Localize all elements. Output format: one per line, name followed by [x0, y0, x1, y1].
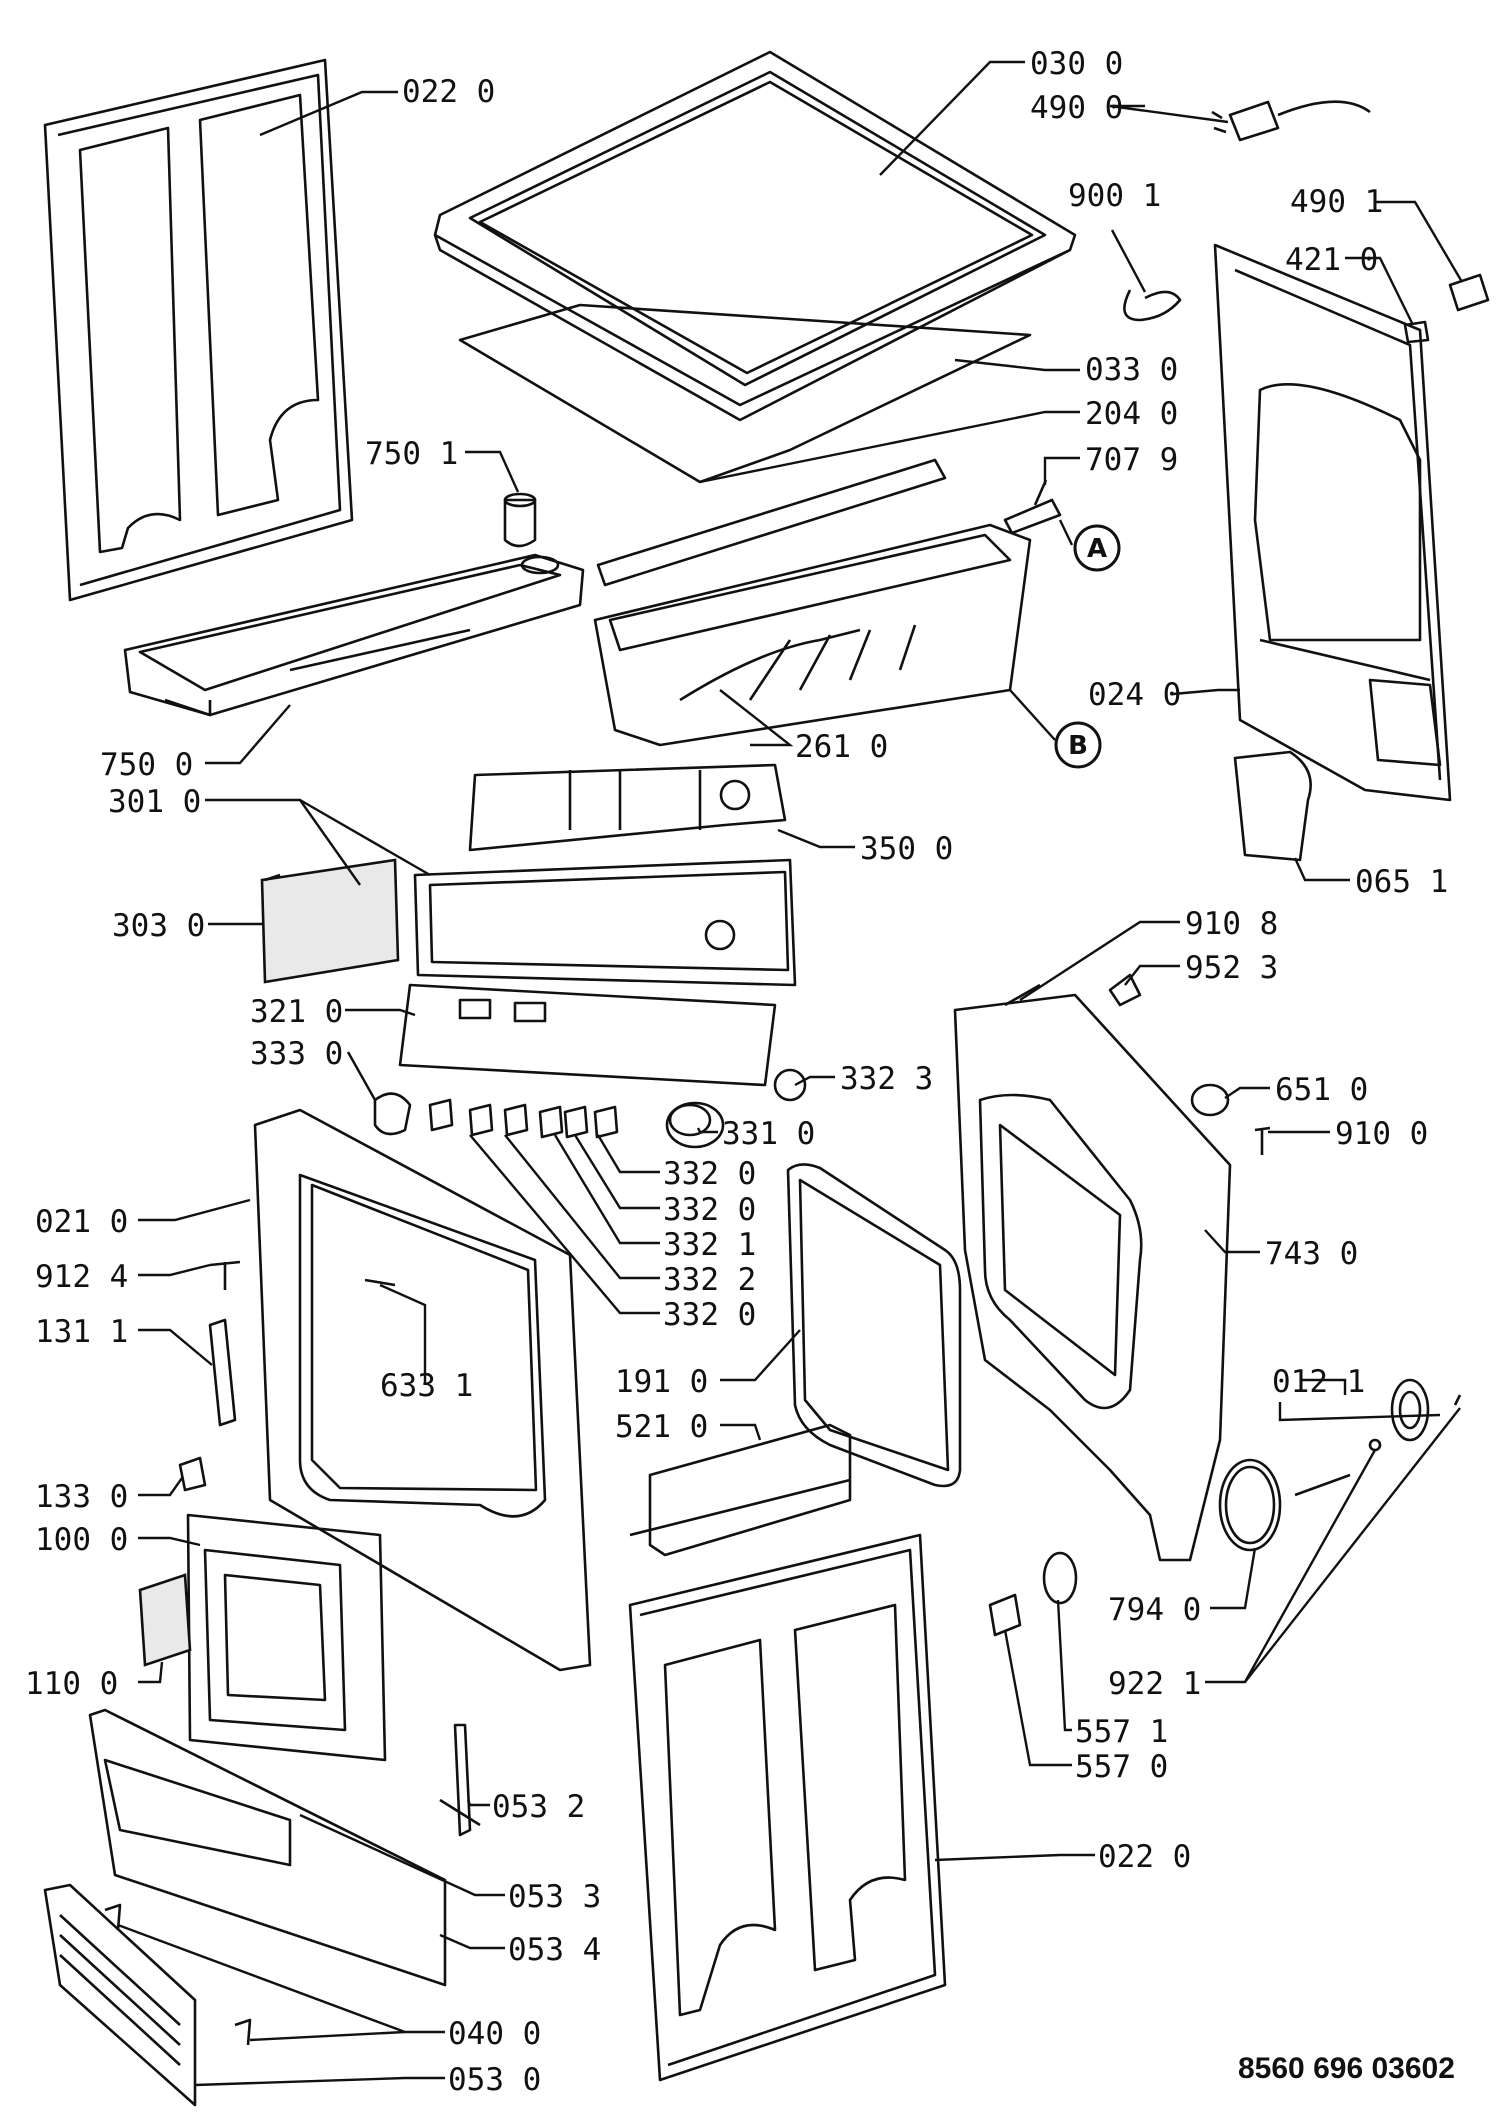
callout-b-letter: B — [1068, 731, 1088, 761]
electronics-module — [629, 1423, 852, 1557]
cover-plate — [458, 303, 1032, 484]
control-panel-fascia — [398, 983, 777, 1087]
control-panel-frame — [413, 858, 797, 987]
power-cord — [1211, 100, 1371, 142]
part-label: 021 0 — [35, 1204, 128, 1240]
callout-a: A — [1058, 519, 1121, 572]
door-handle — [138, 1573, 192, 1667]
part-label: 557 0 — [1075, 1749, 1168, 1785]
part-label: 910 0 — [1335, 1116, 1428, 1152]
part-label: 750 1 — [365, 436, 458, 472]
part-label: 910 8 — [1185, 906, 1278, 942]
part-label: 331 0 — [722, 1116, 815, 1152]
part-label: 100 0 — [35, 1522, 128, 1558]
side-panel-top — [43, 58, 354, 602]
leader-lines — [117, 60, 1464, 2087]
document-number: 8560 696 03602 — [1238, 2052, 1455, 2085]
part-label: 261 0 — [795, 729, 888, 765]
part-label: 012 1 — [1272, 1364, 1365, 1400]
back-plate-small — [1233, 750, 1312, 862]
part-label: 332 0 — [663, 1192, 756, 1228]
part-label: 053 2 — [492, 1789, 585, 1825]
control-board — [468, 763, 787, 852]
part-label: 794 0 — [1108, 1592, 1201, 1628]
part-labels: 022 0 030 0 490 0 900 1 490 1 421 0 033 … — [25, 46, 1448, 2098]
side-panel-bottom — [628, 1533, 947, 2082]
part-label: 900 1 — [1068, 178, 1161, 214]
part-label: 053 0 — [448, 2062, 541, 2098]
part-label: 707 9 — [1085, 442, 1178, 478]
part-label: 110 0 — [25, 1666, 118, 1702]
part-label: 521 0 — [615, 1409, 708, 1445]
kick-plate-grille — [43, 1883, 197, 2107]
part-label: 191 0 — [615, 1364, 708, 1400]
door-gasket — [786, 1163, 962, 1488]
part-label: 301 0 — [108, 784, 201, 820]
water-container — [123, 553, 585, 717]
heat-exchanger-frame — [953, 993, 1232, 1562]
part-label: 332 0 — [663, 1297, 756, 1333]
program-knob — [665, 1101, 725, 1149]
part-label: 651 0 — [1275, 1072, 1368, 1108]
support-bracket — [439, 1723, 481, 1837]
part-label: 303 0 — [112, 908, 205, 944]
part-label: 024 0 — [1088, 677, 1181, 713]
back-panel — [1213, 243, 1452, 802]
front-panel — [253, 1108, 592, 1672]
part-label: 633 1 — [380, 1368, 473, 1404]
drawer-tray — [593, 523, 1032, 747]
part-label: 750 0 — [100, 747, 193, 783]
part-label: 350 0 — [860, 831, 953, 867]
part-label: 743 0 — [1265, 1236, 1358, 1272]
part-label: 332 2 — [663, 1262, 756, 1298]
fan-assembly — [1294, 1378, 1462, 1497]
part-label: 204 0 — [1085, 396, 1178, 432]
front-strip — [596, 458, 947, 587]
part-label: 332 3 — [840, 1061, 933, 1097]
part-label: 557 1 — [1075, 1714, 1168, 1750]
part-label: 022 0 — [402, 74, 495, 110]
part-label: 321 0 — [250, 994, 343, 1030]
part-label: 332 0 — [663, 1156, 756, 1192]
knob-333 — [373, 1092, 412, 1136]
callout-a-letter: A — [1087, 534, 1107, 564]
wire-clip — [1123, 289, 1182, 322]
part-label: 133 0 — [35, 1479, 128, 1515]
callout-b: B — [1009, 689, 1102, 769]
small-cover-box — [260, 858, 400, 984]
door-frame — [186, 1513, 387, 1762]
part-label: 065 1 — [1355, 864, 1448, 900]
push-buttons — [428, 1098, 619, 1139]
part-label: 053 4 — [508, 1932, 601, 1968]
part-label: 053 3 — [508, 1879, 601, 1915]
part-label: 333 0 — [250, 1036, 343, 1072]
clips-040 — [104, 1903, 252, 2046]
part-label: 421 0 — [1285, 242, 1378, 278]
small-valve-part — [1003, 479, 1062, 535]
part-label: 912 4 — [35, 1259, 128, 1295]
part-label: 033 0 — [1085, 352, 1178, 388]
small-fasteners-left — [178, 1260, 396, 1492]
part-label: 030 0 — [1030, 46, 1123, 82]
part-label: 952 3 — [1185, 950, 1278, 986]
part-label: 332 1 — [663, 1227, 756, 1263]
top-cover — [433, 50, 1077, 422]
part-label: 490 1 — [1290, 184, 1383, 220]
part-label: 922 1 — [1108, 1666, 1201, 1702]
small-fasteners-right — [1004, 973, 1271, 1155]
connector-parts — [1403, 273, 1490, 344]
part-label: 490 0 — [1030, 90, 1123, 126]
knob-332-3 — [773, 1068, 807, 1102]
seals-rings — [988, 1458, 1282, 1637]
cup-part — [503, 492, 537, 548]
part-label: 131 1 — [35, 1314, 128, 1350]
part-label: 040 0 — [448, 2016, 541, 2052]
lower-panel — [88, 1708, 447, 1987]
part-label: 022 0 — [1098, 1839, 1191, 1875]
